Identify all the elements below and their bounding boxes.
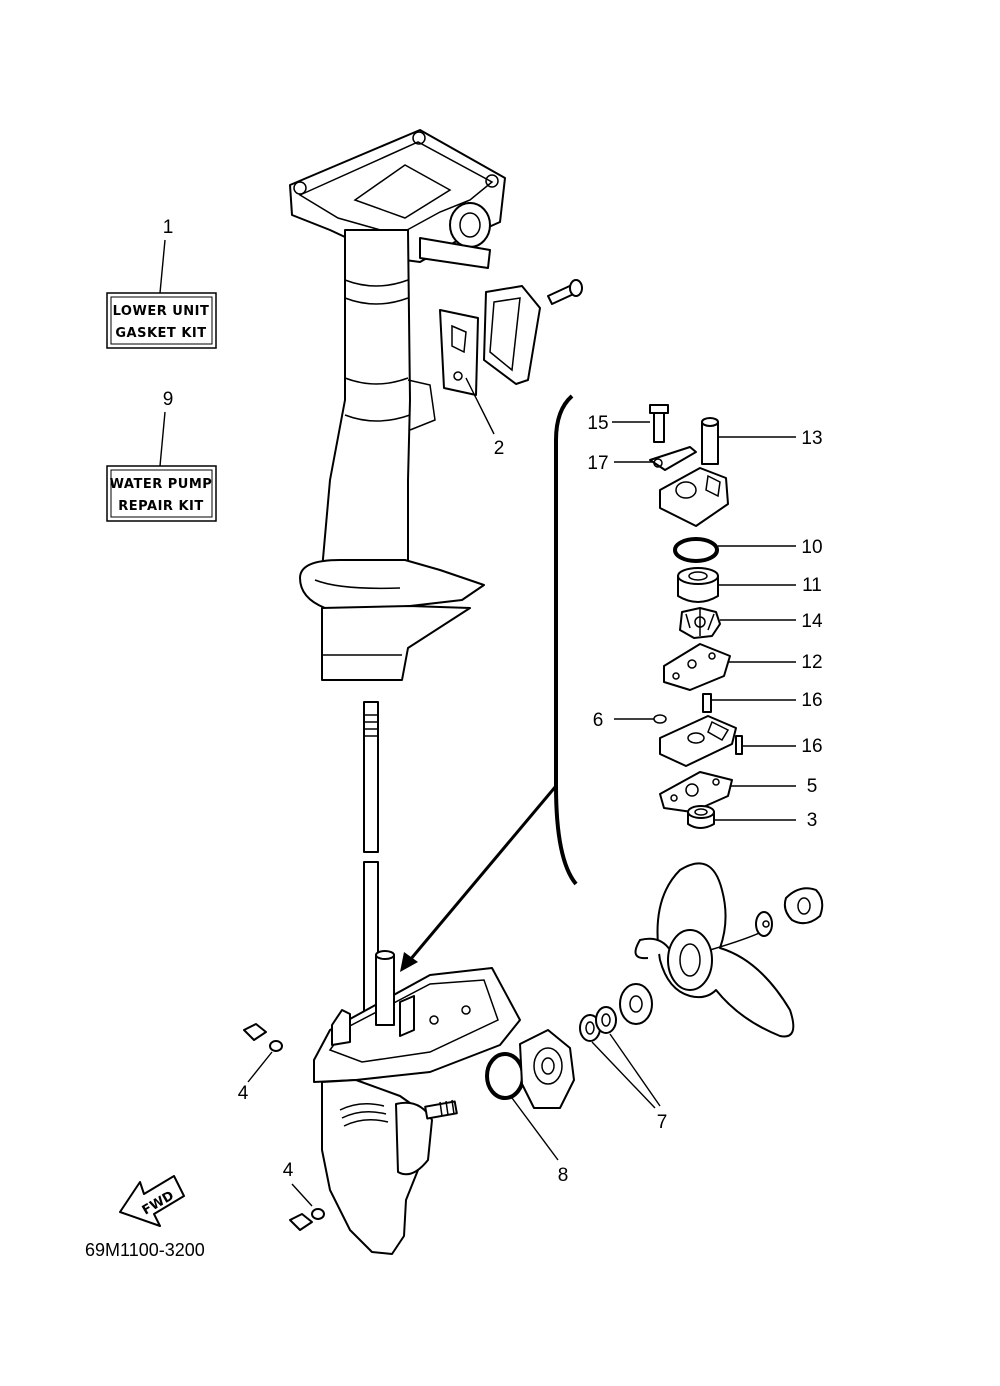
pump-housing <box>659 467 729 527</box>
callout-15: 15 <box>587 413 608 434</box>
callout-10: 10 <box>801 537 822 558</box>
callout-4b: 4 <box>283 1160 294 1181</box>
callout-2: 2 <box>494 438 505 459</box>
kit-lower-unit-gasket: 1 LOWER UNIT GASKET KIT <box>106 217 217 349</box>
pump-seal-3 <box>687 805 715 829</box>
lower-casing <box>313 950 521 1255</box>
diagram-code: 69M1100-3200 <box>85 1240 205 1260</box>
pump-tube-13 <box>701 417 719 465</box>
thrust-washer <box>619 983 653 1025</box>
pump-impeller-14 <box>679 607 721 639</box>
callout-3: 3 <box>807 810 818 831</box>
callout-16b: 16 <box>801 736 822 757</box>
callout-14: 14 <box>801 611 823 632</box>
kit-1-line1: LOWER UNIT <box>113 304 210 319</box>
kit-1-number: 1 <box>163 217 174 238</box>
side-cover <box>439 279 583 396</box>
pump-cartridge <box>659 715 743 767</box>
prop-washer <box>755 911 773 937</box>
prop-shaft-housing <box>519 1029 575 1109</box>
pump-outer-plate-12 <box>663 643 731 691</box>
kit-9-number: 9 <box>163 389 174 410</box>
kit-9-line1: WATER PUMP <box>110 477 213 492</box>
callout-16a: 16 <box>801 690 822 711</box>
callout-6: 6 <box>593 710 604 731</box>
propeller <box>634 862 795 1038</box>
pump-o-ring-10 <box>673 537 719 563</box>
callout-13: 13 <box>801 428 822 449</box>
pump-insert-11 <box>677 567 719 603</box>
callout-4a: 4 <box>238 1083 249 1104</box>
pump-pin-16a <box>702 693 712 713</box>
callout-17: 17 <box>587 453 608 474</box>
callout-8: 8 <box>558 1165 569 1186</box>
kit-9-line2: REPAIR KIT <box>118 499 203 514</box>
pump-bolt-15 <box>649 404 669 443</box>
fwd-arrow-icon: FWD <box>119 1175 185 1227</box>
callout-5: 5 <box>807 776 818 797</box>
callout-12: 12 <box>801 652 822 673</box>
pump-o-ring-6 <box>653 714 667 724</box>
oil-seals-7 <box>579 1006 617 1042</box>
callout-11: 11 <box>802 575 822 596</box>
drain-bolt-lower <box>289 1208 325 1231</box>
drive-shaft <box>363 701 379 1033</box>
prop-nut <box>783 887 824 925</box>
upper-casing <box>289 129 506 681</box>
pump-gasket-5 <box>659 771 733 813</box>
pump-plate-17 <box>649 446 697 471</box>
o-ring-8 <box>485 1052 525 1100</box>
kit-1-line2: GASKET KIT <box>115 326 206 341</box>
kit-water-pump-repair: 9 WATER PUMP REPAIR KIT <box>106 389 217 522</box>
drain-bolt-upper <box>243 1023 283 1052</box>
callout-7: 7 <box>657 1112 668 1133</box>
